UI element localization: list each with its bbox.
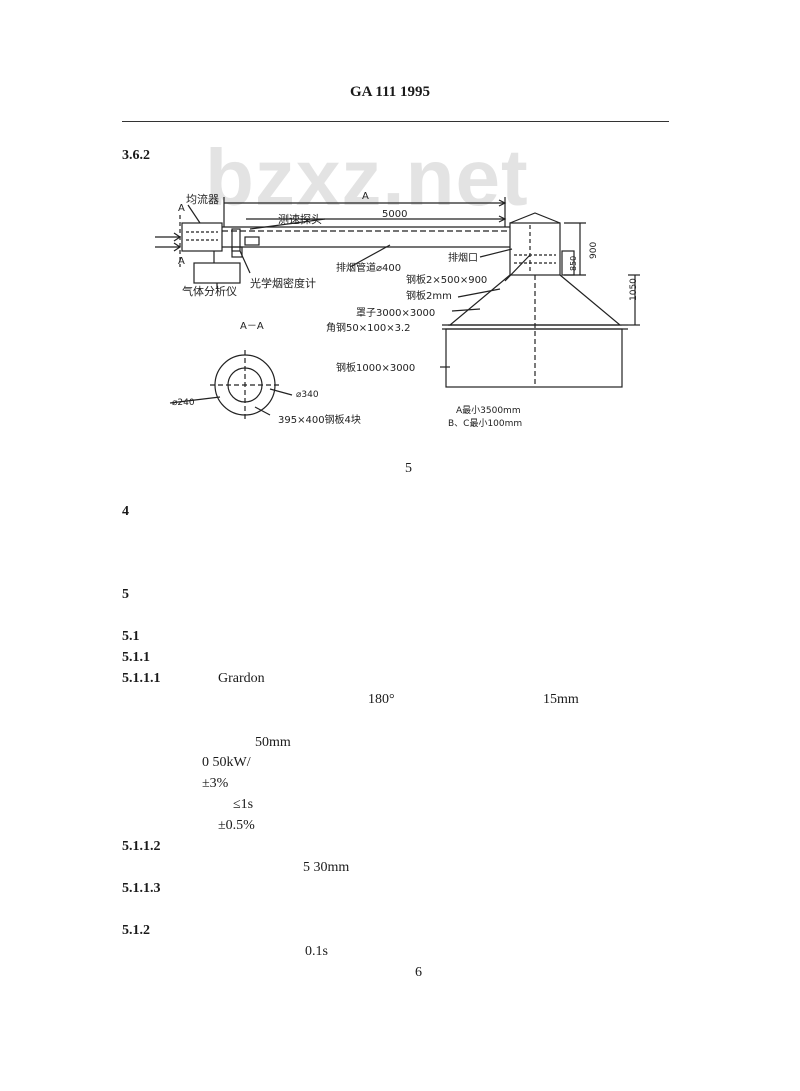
section-4: 4 [122,504,129,519]
text-50kw: 0 50kW/ [202,755,251,770]
label-plate1: 钢板2×500×900 [406,273,487,286]
label-length: 5000 [382,209,407,220]
label-d340: ⌀340 [296,390,319,400]
label-homogenizer: 均流器 [186,192,219,206]
label-dim-900: 900 [589,242,599,259]
text-pm3pct: ±3% [202,776,229,791]
section-5-1-1: 5.1.1 [122,650,150,665]
section-5: 5 [122,587,129,602]
label-note1: A最小3500mm [456,405,521,416]
section-5-1-1-1: 5.1.1.1 [122,671,161,686]
section-5-1-1-2: 5.1.1.2 [122,839,161,854]
label-d240: ⌀240 [172,398,195,408]
label-outlet: 排烟口 [448,251,478,264]
text-180-deg: 180° [368,692,395,707]
label-plate2: 钢板2mm [406,289,452,302]
text-50mm: 50mm [255,735,291,750]
apparatus-figure: A A A 均流器 测速探头 5000 排烟管道⌀400 排烟口 钢板2×500… [155,191,640,429]
text-0-1s: 0.1s [305,944,328,959]
text-le1s: ≤1s [233,797,254,812]
label-dim-1050: 1050 [629,278,639,301]
label-note2: B、C最小100mm [448,418,522,429]
label-angle: 角钢50×100×3.2 [326,321,410,334]
label-a-left-bottom: A [178,256,185,267]
label-gas-analyzer: 气体分析仪 [182,284,237,298]
label-a-left-top: A [178,203,185,214]
page-number: 6 [415,965,422,980]
label-hood: 罩子3000×3000 [356,307,435,319]
text-grardon: Grardon [218,671,265,686]
watermark: bzxz.net [205,133,529,222]
text-pm05pct: ±0.5% [218,818,255,833]
label-plate4: 395×400钢板4块 [278,413,361,426]
section-5-1-1-3: 5.1.1.3 [122,881,161,896]
section-5-1: 5.1 [122,629,140,644]
figure-caption-number: 5 [405,461,412,476]
label-probe: 测速探头 [278,213,322,226]
label-a-dimension: A [362,191,369,202]
text-15mm: 15mm [543,692,579,707]
label-dim-850: 850 [569,256,578,271]
label-section-aa: A－A [240,321,264,332]
page-header-title: GA 111 1995 [350,84,431,100]
text-5-30mm: 5 30mm [303,860,350,875]
label-densitometer: 光学烟密度计 [250,276,316,290]
section-3-6-2: 3.6.2 [122,148,150,163]
label-plate3: 钢板1000×3000 [336,361,415,374]
section-5-1-2: 5.1.2 [122,923,150,938]
header-rule [122,121,669,122]
label-duct: 排烟管道⌀400 [336,261,401,274]
